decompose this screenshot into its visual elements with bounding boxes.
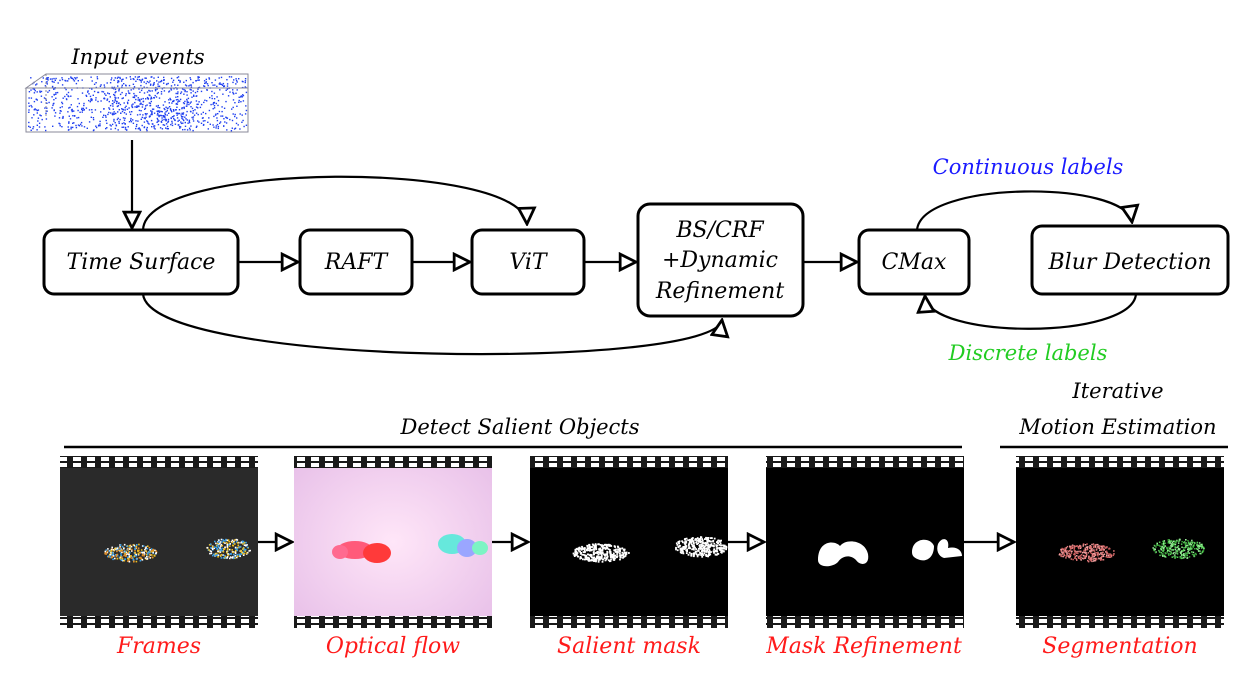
node-raft-label: RAFT [324, 250, 390, 275]
panel-segmentation [1016, 456, 1224, 628]
caption-segmentation: Segmentation [1042, 634, 1197, 659]
input-events-label: Input events [70, 45, 205, 69]
iterative-label-line2: Motion Estimation [1018, 415, 1216, 439]
node-time-surface [42, 228, 240, 296]
input-events-volume [24, 73, 249, 133]
node-bs-crf-line1: BS/CRF [675, 218, 764, 243]
caption-salient-mask: Salient mask [557, 634, 701, 659]
iterative-label-line1: Iterative [1071, 379, 1163, 403]
node-blur-detection [1030, 224, 1230, 296]
panel-optical-flow [294, 456, 492, 628]
edge-timesurface-to-bscrf [141, 293, 722, 356]
node-vit [470, 228, 586, 296]
node-cmax [857, 228, 971, 296]
node-bs-crf [636, 202, 805, 318]
discrete-labels-text: Discrete labels [948, 341, 1108, 365]
panel-mask-refinement [766, 456, 964, 628]
panel-salient-mask [530, 456, 728, 628]
panel-frames [60, 456, 258, 628]
edge-timesurface-to-vit [141, 175, 527, 231]
node-bs-crf-line2: +Dynamic [662, 248, 778, 273]
pipeline-edges [132, 140, 1138, 356]
node-blur-detection-label: Blur Detection [1047, 250, 1211, 275]
edge-cmax-to-blur [915, 190, 1132, 231]
detect-salient-objects-label: Detect Salient Objects [400, 415, 640, 439]
edge-blur-to-cmax [925, 294, 1138, 330]
caption-mask-refinement: Mask Refinement [765, 634, 962, 659]
caption-optical-flow: Optical flow [326, 634, 460, 659]
node-bs-crf-line3: Refinement [655, 279, 784, 304]
node-time-surface-label: Time Surface [67, 250, 216, 275]
continuous-labels-text: Continuous labels [933, 155, 1124, 179]
node-raft [298, 228, 414, 296]
node-cmax-label: CMax [882, 250, 947, 275]
caption-frames: Frames [116, 634, 201, 659]
node-vit-label: ViT [509, 250, 549, 275]
